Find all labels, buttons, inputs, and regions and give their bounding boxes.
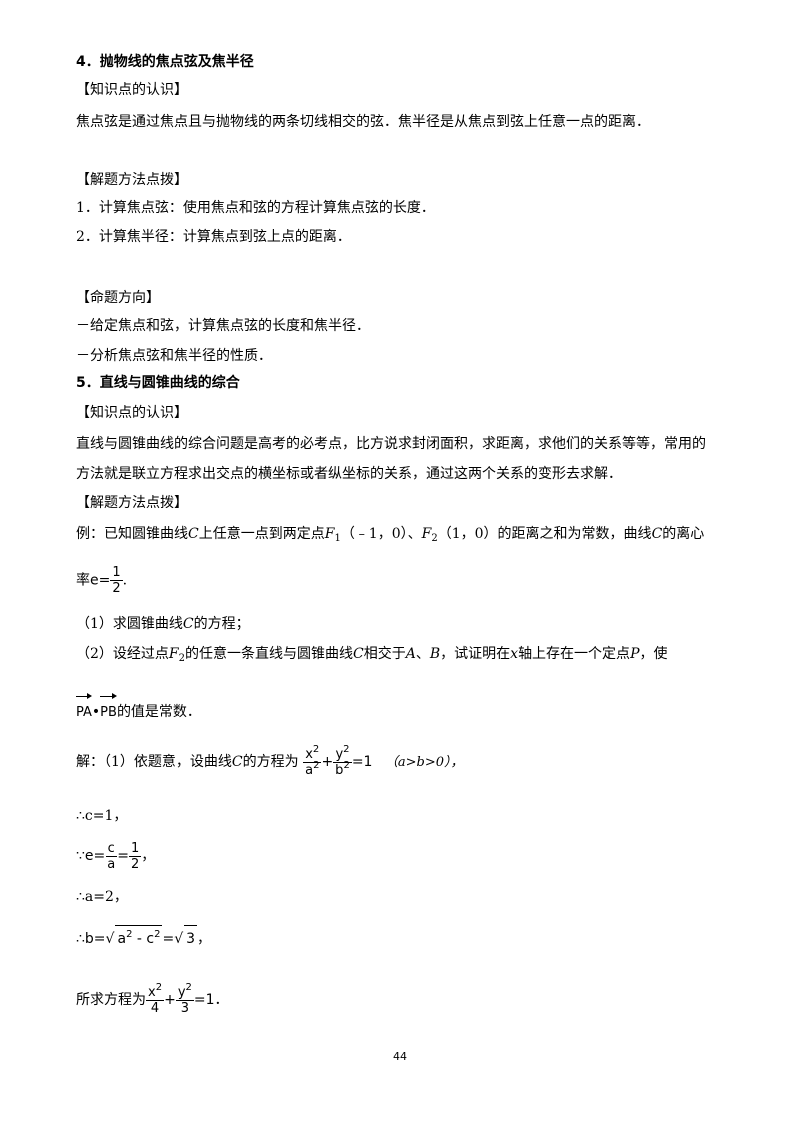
vector-pb: PB: [100, 693, 117, 726]
section4-direction-title: 【命题方向】: [76, 290, 160, 306]
section5-knowledge-line2: 方法就是联立方程求出交点的横坐标或者纵坐标的关系，通过这两个关系的变形去求解．: [76, 466, 622, 482]
page-number: 44: [393, 1050, 407, 1063]
example-line: 例：已知圆锥曲线C上任意一点到两定点F1（﹣1，0）、F2（1，0）的距离之和为…: [76, 526, 705, 544]
section5-method-title: 【解题方法点拨】: [76, 495, 188, 511]
section4-method-1: 1．计算焦点弦：使用焦点和弦的方程计算焦点弦的长度．: [76, 200, 435, 216]
question-2: （2）设经过点F2的任意一条直线与圆锥曲线C相交于A、B，试证明在x轴上存在一个…: [76, 646, 668, 664]
sqrt-a2-minus-c2: a2 - c2: [115, 925, 163, 952]
section4-direction-2: －分析焦点弦和焦半径的性质．: [76, 348, 272, 364]
sqrt-3: 3: [184, 925, 198, 952]
c-equals-line: ∴c=1，: [76, 808, 128, 824]
section4-knowledge-text: 焦点弦是通过焦点且与抛物线的两条切线相交的弦．焦半径是从焦点到弦上任意一点的距离…: [76, 114, 650, 130]
vector-pa: PA: [76, 693, 92, 726]
section5-knowledge-line1: 直线与圆锥曲线的综合问题是高考的必考点，比方说求封闭面积，求距离，求他们的关系等…: [76, 436, 706, 452]
section4-heading: 4．抛物线的焦点弦及焦半径: [76, 54, 254, 70]
vector-product-line: PA•PB的值是常数．: [76, 693, 201, 726]
b-equals-line: ∴b=√a2 - c2=√3，: [76, 925, 211, 952]
section4-knowledge-title: 【知识点的认识】: [76, 82, 188, 98]
section4-method-2: 2．计算焦半径：计算焦点到弦上点的距离．: [76, 229, 351, 245]
section5-knowledge-title: 【知识点的认识】: [76, 405, 188, 421]
question-1: （1）求圆锥曲线C的方程；: [76, 616, 250, 632]
section4-direction-1: －给定焦点和弦，计算焦点弦的长度和焦半径．: [76, 318, 370, 334]
section4-method-title: 【解题方法点拨】: [76, 172, 188, 188]
section5-heading: 5．直线与圆锥曲线的综合: [76, 375, 240, 391]
a-equals-line: ∴a=2，: [76, 889, 128, 905]
